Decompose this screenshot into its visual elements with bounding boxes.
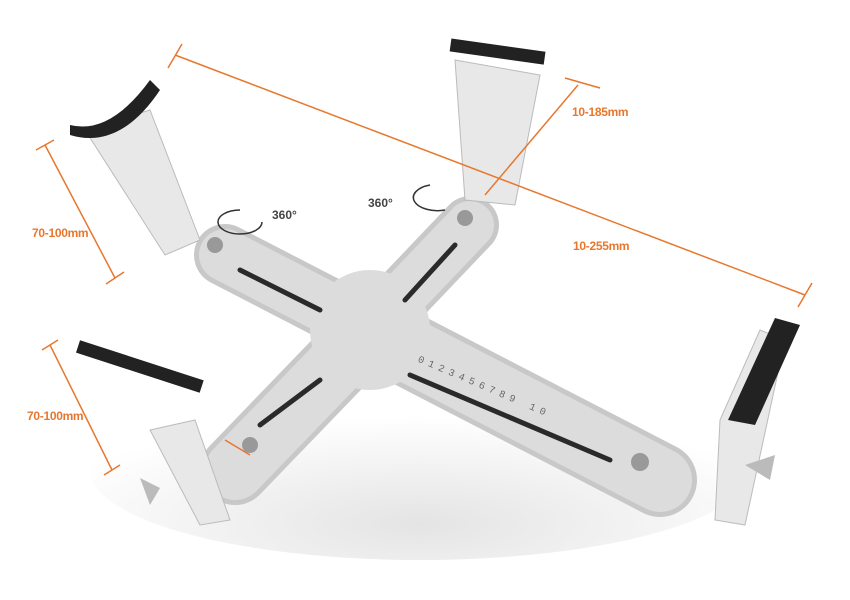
bracket-top-left	[70, 80, 223, 256]
rotation-label-left: 360°	[272, 208, 297, 222]
rotate-arrow-icon	[412, 184, 446, 212]
slots	[237, 242, 613, 463]
dimension-lines	[35, 43, 813, 476]
lower-height-label: 70-100mm	[27, 409, 84, 423]
rotate-arrow-icon	[217, 209, 263, 235]
rotation-label-right: 360°	[368, 196, 393, 210]
bracket-top-right	[449, 38, 546, 226]
wing-nut-icon[interactable]	[207, 237, 223, 253]
depth-range-label: 10-185mm	[572, 105, 629, 119]
width-range-label: 10-255mm	[573, 239, 630, 253]
bracket-bottom-right	[631, 318, 800, 526]
wing-nut-icon[interactable]	[242, 437, 258, 453]
upper-height-label: 70-100mm	[32, 226, 89, 240]
wing-nut-icon[interactable]	[457, 210, 473, 226]
bracket-bottom-left	[76, 340, 258, 526]
wing-nut-icon[interactable]	[631, 453, 649, 471]
